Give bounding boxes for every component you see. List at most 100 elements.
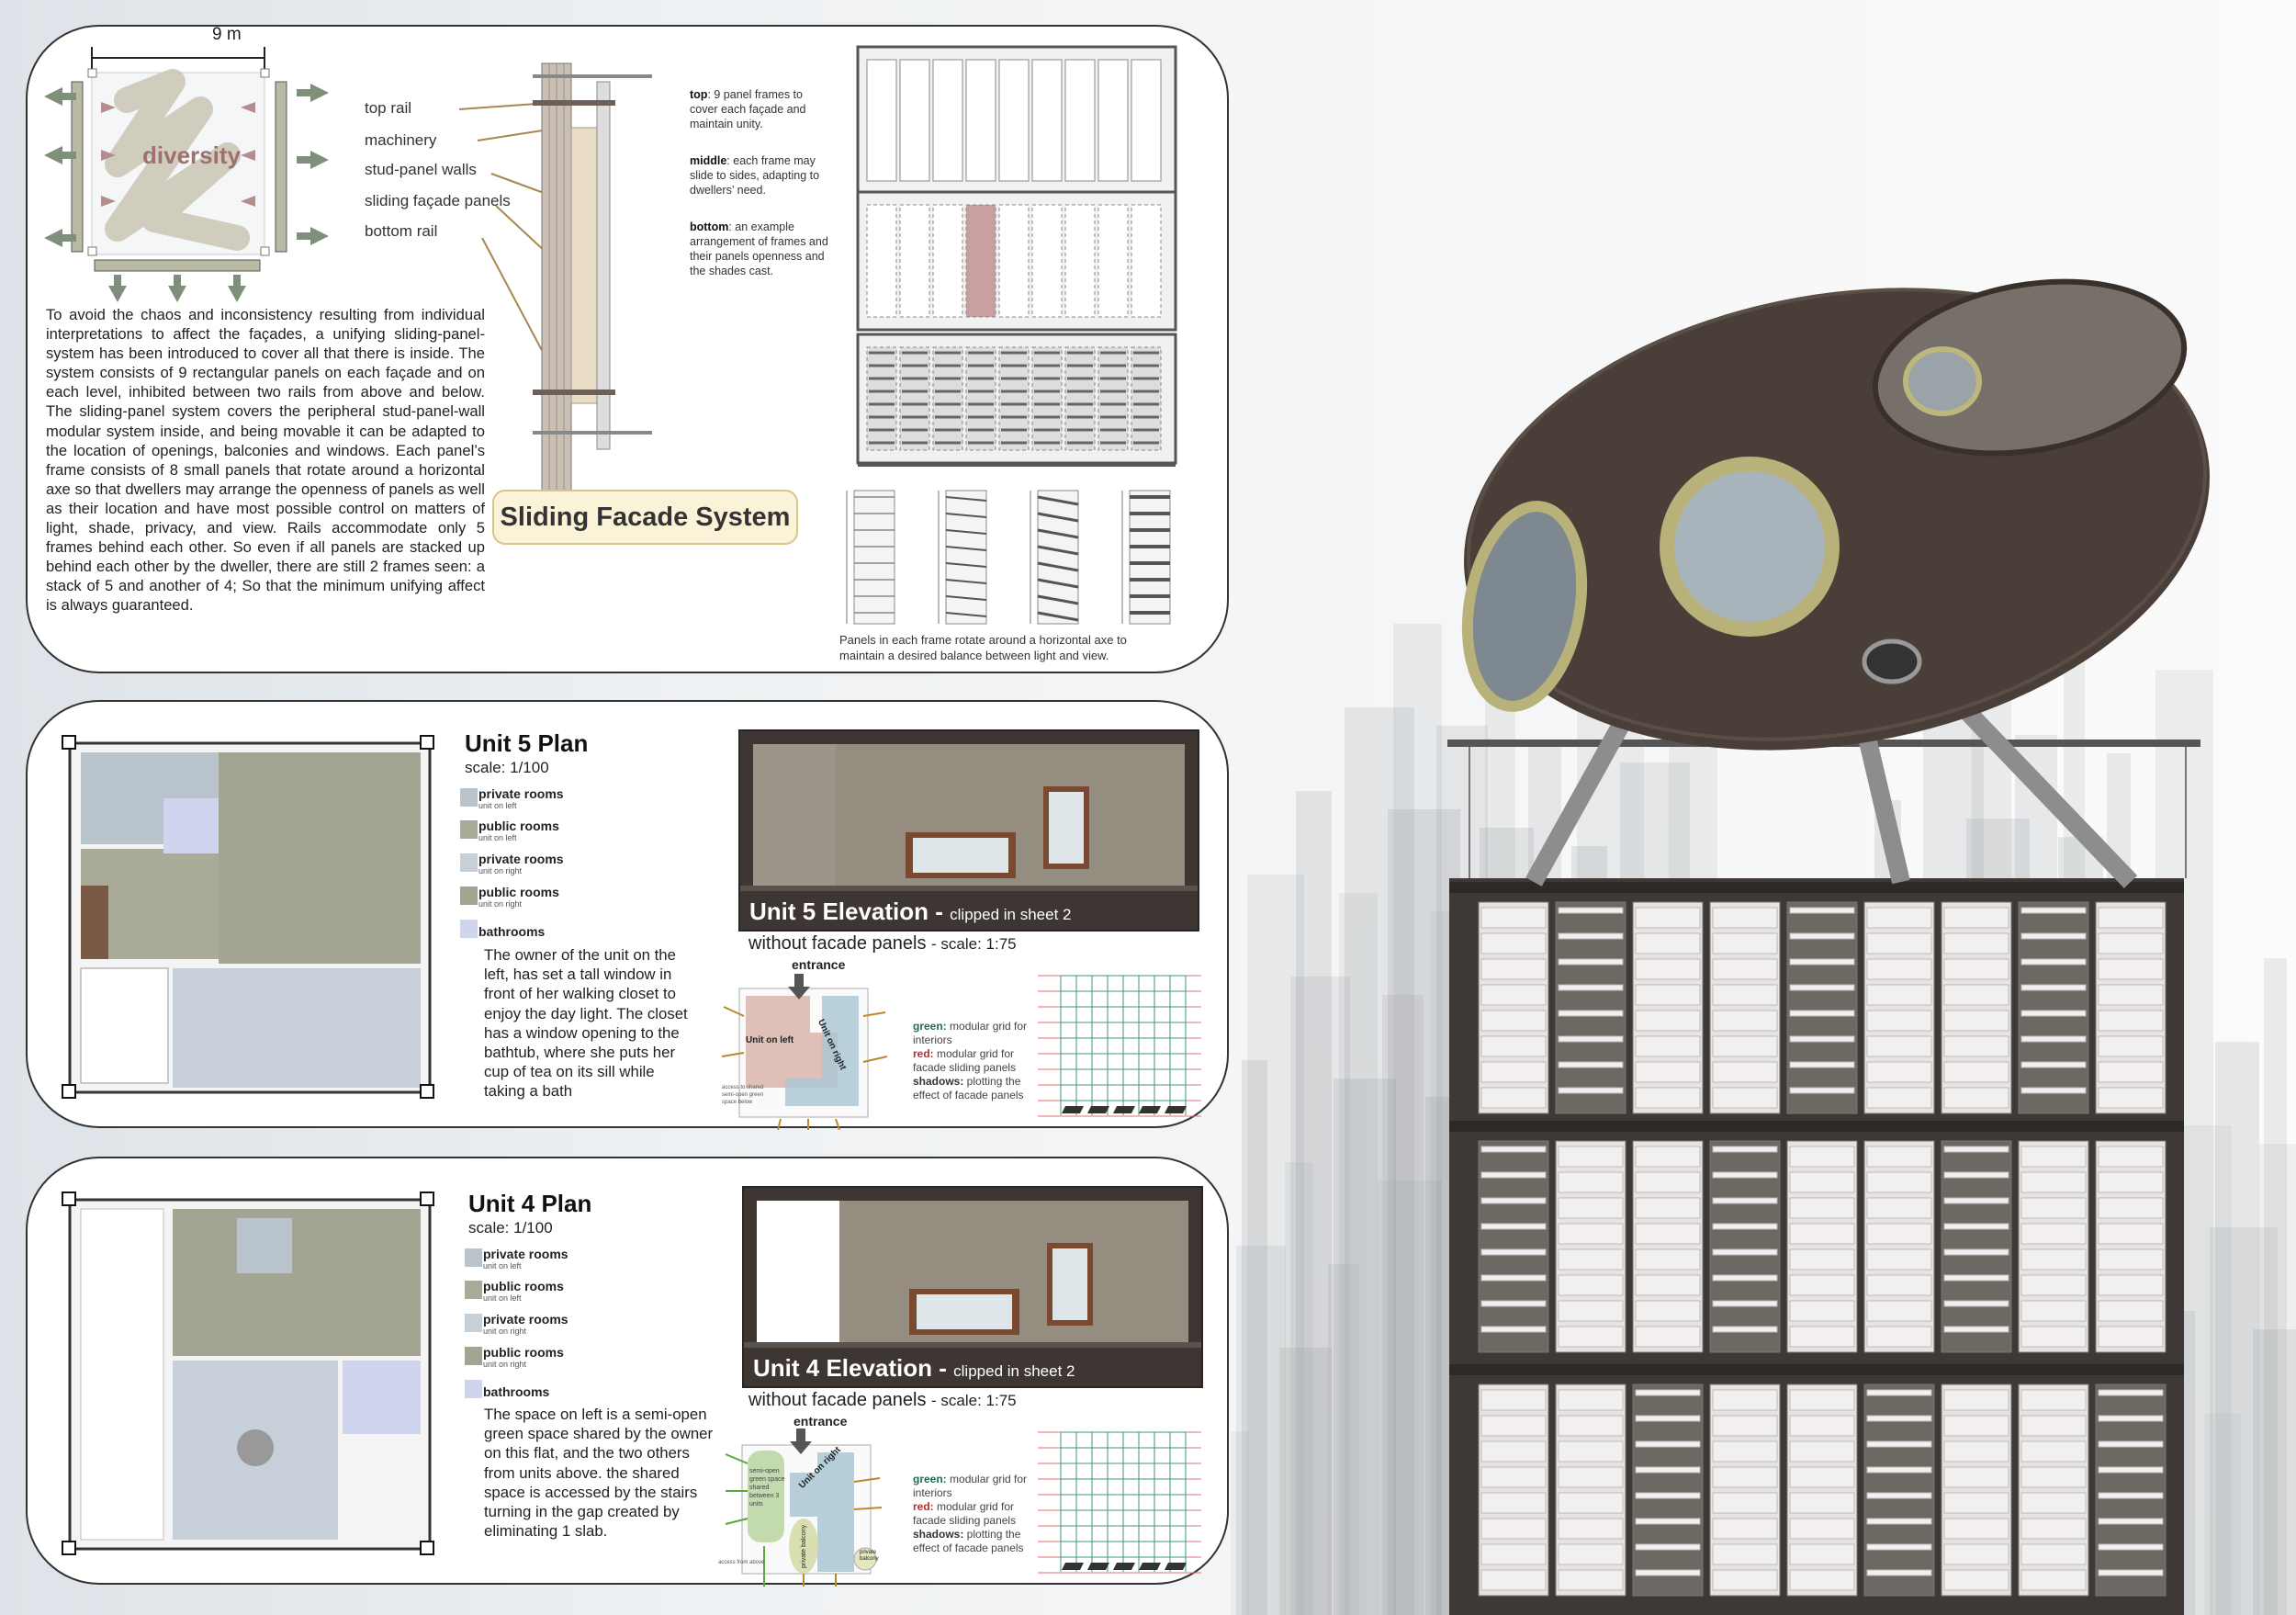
facade-slat — [1558, 1197, 1624, 1219]
facade-note-bottom: bottom: an example arrangement of frames… — [690, 220, 828, 277]
unit4-balcony-label: private balcony — [801, 1524, 807, 1568]
swatch-public-left — [460, 820, 478, 839]
window-glass — [1052, 1248, 1087, 1320]
facade-slat — [1480, 1010, 1547, 1032]
facade-slat — [1712, 1466, 1778, 1488]
facade-slat — [2098, 1223, 2164, 1245]
facade-slat — [1480, 1326, 1547, 1333]
facade-slat — [1712, 1274, 1778, 1282]
facade-slat — [2020, 1087, 2087, 1094]
facade-slat — [1635, 1146, 1701, 1168]
facade-slat — [1789, 1035, 1855, 1043]
facade-slat — [2020, 1248, 2087, 1271]
facade-slat — [1943, 1326, 2009, 1333]
facade-panel — [932, 59, 963, 182]
facade-slat — [2020, 1326, 2087, 1348]
pod-leg — [1525, 712, 1634, 887]
facade-slat — [1866, 1415, 1932, 1422]
facade-slat — [2098, 1197, 2164, 1219]
facade-panel — [965, 59, 996, 182]
facade-panel — [1097, 204, 1129, 318]
facade-slat — [1480, 907, 1547, 929]
facade-slat — [2098, 1440, 2164, 1448]
panel-shadow — [1087, 1106, 1109, 1113]
facade-slat — [1558, 1466, 1624, 1488]
facade-slat — [1480, 1197, 1547, 1204]
facade-slat — [1635, 932, 1701, 954]
facade-note-middle: middle: each frame may slide to sides, a… — [690, 154, 820, 197]
city-building — [1393, 624, 1442, 1615]
panel-shadow — [1087, 1563, 1109, 1570]
facade-slat — [1866, 1300, 1932, 1322]
facade-slat — [1789, 1274, 1855, 1296]
facade-slat — [2098, 984, 2164, 1006]
facade-slat — [1866, 1326, 1932, 1348]
facade-slat — [1943, 1197, 2009, 1204]
facade-slat — [1558, 1415, 1624, 1437]
rotating-slat — [1037, 611, 1079, 622]
facade-slat — [2020, 1300, 2087, 1322]
facade-slat — [1480, 1061, 1547, 1083]
rotating-slat — [1037, 594, 1079, 605]
rotating-slat — [945, 579, 987, 584]
facade-slat — [1480, 1492, 1547, 1514]
facade-slat — [1635, 1274, 1701, 1296]
facade-slat — [1943, 1035, 2009, 1057]
swatch-private-left — [465, 1248, 482, 1267]
facade-slat — [1480, 1415, 1547, 1437]
facade-slat — [1866, 1146, 1932, 1168]
facade-slat — [1558, 1543, 1624, 1565]
unit4-description: The space on left is a semi-open green s… — [484, 1406, 714, 1541]
facade-panel — [1031, 204, 1063, 318]
facade-slat — [2020, 1389, 2087, 1411]
facade-slat — [1943, 1010, 2009, 1032]
facade-slat — [1712, 1248, 1778, 1256]
city-building — [1328, 1264, 1359, 1615]
facade-slat — [2098, 1035, 2164, 1057]
facade-slat — [1480, 1389, 1547, 1411]
facade-slat — [1558, 1035, 1624, 1043]
closet — [81, 886, 108, 959]
facade-slat — [1558, 1492, 1624, 1514]
facade-slat — [1558, 932, 1624, 940]
facade-slat — [1943, 1569, 2009, 1591]
facade-slat — [1789, 1569, 1855, 1591]
facade-slat — [1635, 1248, 1701, 1271]
facade-slat — [2098, 1569, 2164, 1576]
room-private-right-small — [237, 1218, 292, 1273]
facade-slat — [1789, 1415, 1855, 1437]
facade-slat — [1635, 1440, 1701, 1448]
facade-slat — [2098, 1300, 2164, 1322]
facade-slat — [1712, 1492, 1778, 1514]
facade-slat — [1866, 1389, 1932, 1396]
panel-shadow — [1165, 1563, 1187, 1570]
facade-panel — [932, 346, 963, 451]
rotating-slat — [945, 562, 987, 568]
facade-slat — [1943, 1415, 2009, 1437]
label-stud-panel-walls: stud-panel walls — [365, 161, 477, 178]
unit5-access-label: access to shared semi-open green space b… — [722, 1085, 764, 1105]
panel-shadow — [1113, 1106, 1135, 1113]
facade-panel — [998, 204, 1030, 318]
unit5-description: The owner of the unit on the left, has s… — [484, 946, 688, 1101]
facade-slat — [1712, 1518, 1778, 1540]
facade-slat — [1789, 1466, 1855, 1488]
facade-slat — [1943, 1389, 2009, 1411]
facade-slat — [2098, 1466, 2164, 1474]
facade-slat — [1712, 1087, 1778, 1109]
sliding-system-description: To avoid the chaos and inconsistency res… — [46, 306, 485, 615]
rotating-slat — [945, 612, 987, 617]
elevation-stair-bay — [753, 744, 836, 891]
city-building — [1345, 707, 1414, 1615]
label-bottom-rail: bottom rail — [365, 222, 438, 240]
facade-panel — [1131, 346, 1162, 451]
facade-panel — [899, 59, 930, 182]
unit4-plan-scale: scale: 1/100 — [468, 1219, 553, 1237]
unit4-elevation-image: Unit 4 Elevation - clipped in sheet 2 — [742, 1186, 1203, 1388]
city-building — [2210, 1227, 2278, 1615]
facade-slat — [2020, 958, 2087, 966]
facade-slat — [1866, 1543, 1932, 1551]
facade-slat — [2098, 1415, 2164, 1422]
